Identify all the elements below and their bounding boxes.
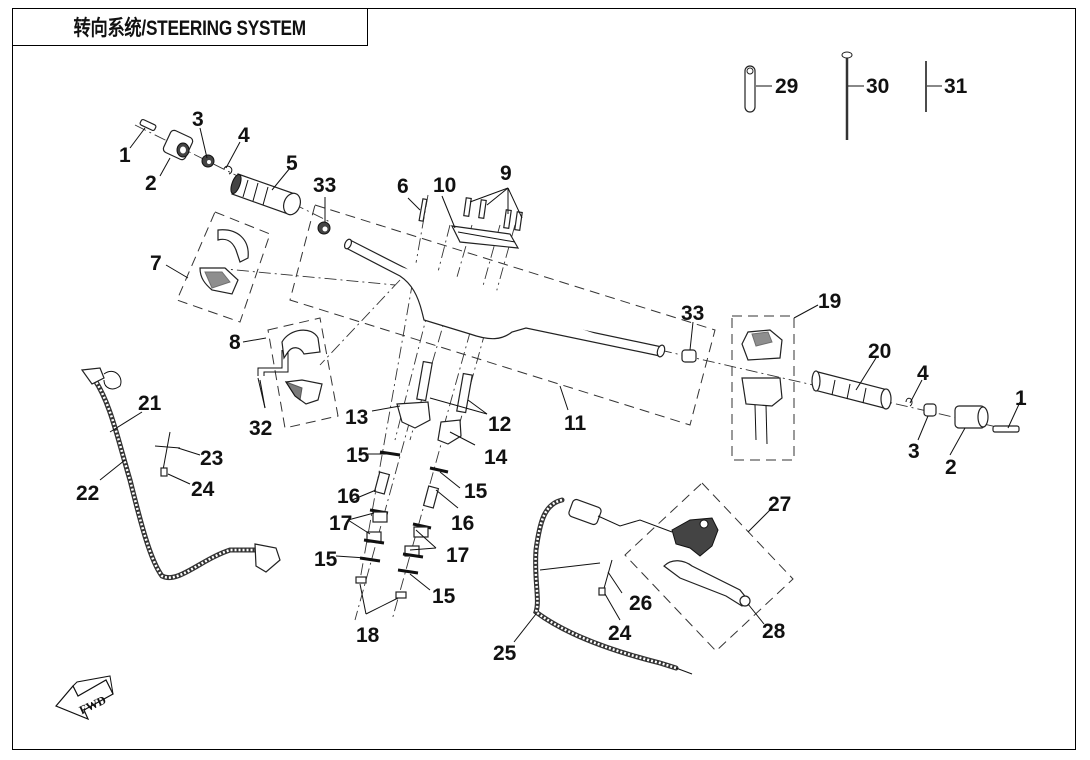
- right-switch-housing: [741, 329, 783, 445]
- callout-8: 8: [229, 331, 241, 354]
- callout-22: 22: [76, 482, 99, 505]
- callout-13: 13: [345, 406, 368, 429]
- callout-1: 1: [119, 144, 131, 167]
- clutch-grip: [811, 370, 892, 410]
- clamp-bolt-4: [514, 211, 523, 232]
- callout-11: 11: [564, 412, 587, 435]
- callout-15-a: 15: [346, 444, 370, 467]
- key-tag: [744, 65, 756, 113]
- bar-end-weight-left: [162, 129, 194, 161]
- spacer-left: [201, 154, 215, 168]
- callout-33-a: 33: [313, 174, 336, 197]
- throttle-grip: [230, 173, 302, 216]
- callout-4-b: 4: [917, 362, 929, 385]
- callout-5: 5: [286, 152, 298, 175]
- leader-lines: [99, 85, 1021, 643]
- callout-25: 25: [493, 642, 517, 665]
- callout-7: 7: [150, 252, 162, 275]
- lower-clamp-assembly: [396, 360, 473, 445]
- left-switch-housing: [199, 229, 249, 295]
- callout-19: 19: [818, 290, 841, 313]
- callout-24-a: 24: [191, 478, 215, 501]
- bar-end-insert-left: [317, 221, 331, 235]
- callout-24-b: 24: [608, 622, 632, 645]
- clutch-lever: [663, 560, 751, 607]
- riser-bushings-left: [355, 450, 401, 584]
- circlip-right: [905, 397, 913, 407]
- callout-17-a: 17: [329, 512, 352, 535]
- lower-clamp-left: [396, 401, 431, 429]
- clamp-bolt-1: [463, 197, 472, 218]
- callout-10: 10: [433, 174, 456, 197]
- handlebar-group-boundary: [289, 204, 716, 426]
- clutch-perch: [671, 517, 719, 557]
- callout-9: 9: [500, 162, 512, 185]
- callout-labels: 1 2 3 4 5 6 7 8 9 10 11 12 13 14 15 15 1…: [76, 75, 1027, 665]
- callout-3-b: 3: [908, 440, 920, 463]
- lower-clamp-right: [437, 419, 462, 445]
- bar-end-bolt-right: [992, 425, 1020, 433]
- callout-21: 21: [138, 392, 162, 415]
- title-box: 转向系统/STEERING SYSTEM: [12, 8, 368, 46]
- riser-bolt-left: [416, 360, 433, 402]
- callout-20: 20: [868, 340, 891, 363]
- circlip-left: [223, 165, 233, 175]
- handlebar: [343, 238, 666, 358]
- callout-15-b: 15: [464, 480, 488, 503]
- throttle-housing-boundary: [267, 317, 339, 429]
- bar-end-weight-right: [954, 405, 989, 429]
- bar-end-insert-right: [681, 349, 697, 363]
- spacer-right: [923, 403, 937, 417]
- callout-14: 14: [484, 446, 508, 469]
- right-switch-boundary: [731, 315, 795, 461]
- clamp-bolt-2: [478, 199, 487, 220]
- callout-27: 27: [768, 493, 791, 516]
- callout-15-d: 15: [432, 585, 456, 608]
- cable-clamp-26-24: [539, 559, 613, 596]
- dipstick: [841, 51, 853, 140]
- callout-15-c: 15: [314, 548, 338, 571]
- callout-1-b: 1: [1015, 387, 1027, 410]
- callout-33-b: 33: [681, 302, 704, 325]
- forward-direction-arrow: FWD: [55, 675, 114, 721]
- callout-31: 31: [944, 75, 968, 98]
- callout-2: 2: [145, 172, 157, 195]
- bar-end-bolt-left: [139, 118, 157, 132]
- upper-clamp-assembly: [418, 197, 523, 249]
- riser-bushings-right: [395, 466, 449, 599]
- clutch-lever-boundary: [624, 482, 794, 652]
- riser-bolt-right: [456, 372, 473, 414]
- callout-4: 4: [238, 124, 250, 147]
- callout-16-b: 16: [451, 512, 474, 535]
- cable-clamp-23-24: [154, 431, 181, 477]
- callout-2-b: 2: [945, 456, 957, 479]
- callout-18: 18: [356, 624, 380, 647]
- callout-30: 30: [866, 75, 889, 98]
- callout-28: 28: [762, 620, 786, 643]
- throttle-cable: [80, 367, 281, 580]
- callout-3: 3: [192, 108, 204, 131]
- left-switch-boundary: [176, 211, 271, 323]
- drawing-frame: [12, 8, 1076, 750]
- left-bar-end-assembly: [139, 118, 331, 235]
- callout-16-a: 16: [337, 485, 360, 508]
- callout-6: 6: [397, 175, 409, 198]
- callout-17-b: 17: [446, 544, 469, 567]
- clamp-bolt-3: [503, 209, 512, 230]
- callout-12: 12: [488, 413, 511, 436]
- handlebar-bolt: [418, 198, 428, 222]
- clutch-cable: [533, 497, 693, 675]
- callout-29: 29: [775, 75, 798, 98]
- callout-26: 26: [629, 592, 652, 615]
- throttle-housing: [281, 329, 323, 405]
- page-title: 转向系统/STEERING SYSTEM: [73, 17, 307, 40]
- assembly-boundaries: [176, 204, 795, 652]
- callout-23: 23: [200, 447, 223, 470]
- callout-32: 32: [249, 417, 272, 440]
